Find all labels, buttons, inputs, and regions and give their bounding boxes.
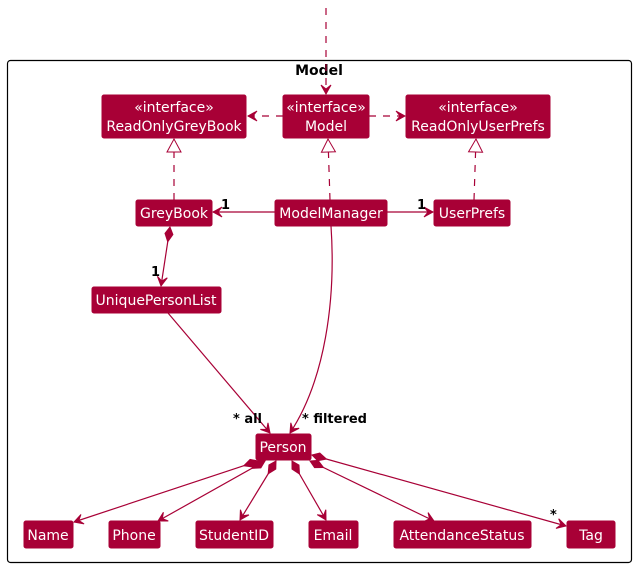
edge-modelmanager-realizes-model <box>320 137 337 201</box>
class-modelmanager[interactable]: ModelManager <box>274 199 388 227</box>
class-name: UserPrefs <box>439 206 505 222</box>
class-studentid[interactable]: StudentID <box>195 520 274 549</box>
multiplicity-uniquepersonlist-person: * all <box>233 412 262 427</box>
stereotype-label: «interface» <box>438 100 518 116</box>
class-phone[interactable]: Phone <box>108 520 161 549</box>
class-person[interactable]: Person <box>255 433 312 461</box>
edge-person-composes-tag <box>311 452 567 529</box>
edges <box>73 8 567 529</box>
edge-uniquepersonlist-to-person <box>167 312 271 434</box>
edge-person-composes-email <box>291 460 327 521</box>
edge-person-composes-attendancestatus <box>309 459 435 523</box>
class-uniquepersonlist[interactable]: UniquePersonList <box>91 286 222 314</box>
package-frame <box>6 59 633 564</box>
class-greybook[interactable]: GreyBook <box>135 199 213 227</box>
multiplicity-labels: 1 1 1 * all * filtered * <box>151 198 557 523</box>
class-name: Email <box>314 528 353 544</box>
edge-person-composes-name <box>73 458 259 525</box>
stereotype-label: «interface» <box>134 100 214 116</box>
class-name: StudentID <box>199 528 269 544</box>
class-tag[interactable]: Tag <box>566 520 616 549</box>
multiplicity-greybook-uniquepersonlist: 1 <box>151 265 160 280</box>
class-name: AttendanceStatus <box>399 528 524 544</box>
class-email[interactable]: Email <box>308 520 359 549</box>
multiplicity-person-tag: * <box>550 508 557 523</box>
multiplicity-modelmanager-person: * filtered <box>302 412 367 427</box>
package-title: Model <box>295 63 343 79</box>
class-name: Tag <box>578 528 603 544</box>
edge-modelmanager-to-person <box>289 225 333 434</box>
class-name: Model <box>305 119 347 135</box>
edge-person-composes-phone <box>157 460 266 522</box>
edge-person-composes-studentid <box>239 460 277 521</box>
class-model[interactable]: «interface» Model <box>282 94 370 139</box>
edge-greybook-composes-uniquepersonlist <box>156 226 174 288</box>
model-package: Model <box>6 59 633 564</box>
stereotype-label: «interface» <box>286 100 366 116</box>
class-userprefs[interactable]: UserPrefs <box>433 199 511 227</box>
class-name: ModelManager <box>279 206 383 222</box>
class-name: UniquePersonList <box>96 293 217 309</box>
class-attendancestatus[interactable]: AttendanceStatus <box>393 520 532 549</box>
multiplicity-modelmanager-userprefs: 1 <box>417 198 426 213</box>
class-name: GreyBook <box>140 206 209 222</box>
class-readonlygreybook[interactable]: «interface» ReadOnlyGreyBook <box>101 94 247 139</box>
class-name: ReadOnlyUserPrefs <box>411 119 545 135</box>
class-readonlyuserprefs[interactable]: «interface» ReadOnlyUserPrefs <box>405 94 551 139</box>
edge-userprefs-realizes-readonlyuserprefs <box>467 137 484 201</box>
class-name-field[interactable]: Name <box>23 520 74 549</box>
multiplicity-modelmanager-greybook: 1 <box>221 198 230 213</box>
class-name: Phone <box>112 528 155 544</box>
class-name: Person <box>259 440 306 456</box>
class-name: ReadOnlyGreyBook <box>106 119 242 135</box>
class-name: Name <box>27 528 68 544</box>
